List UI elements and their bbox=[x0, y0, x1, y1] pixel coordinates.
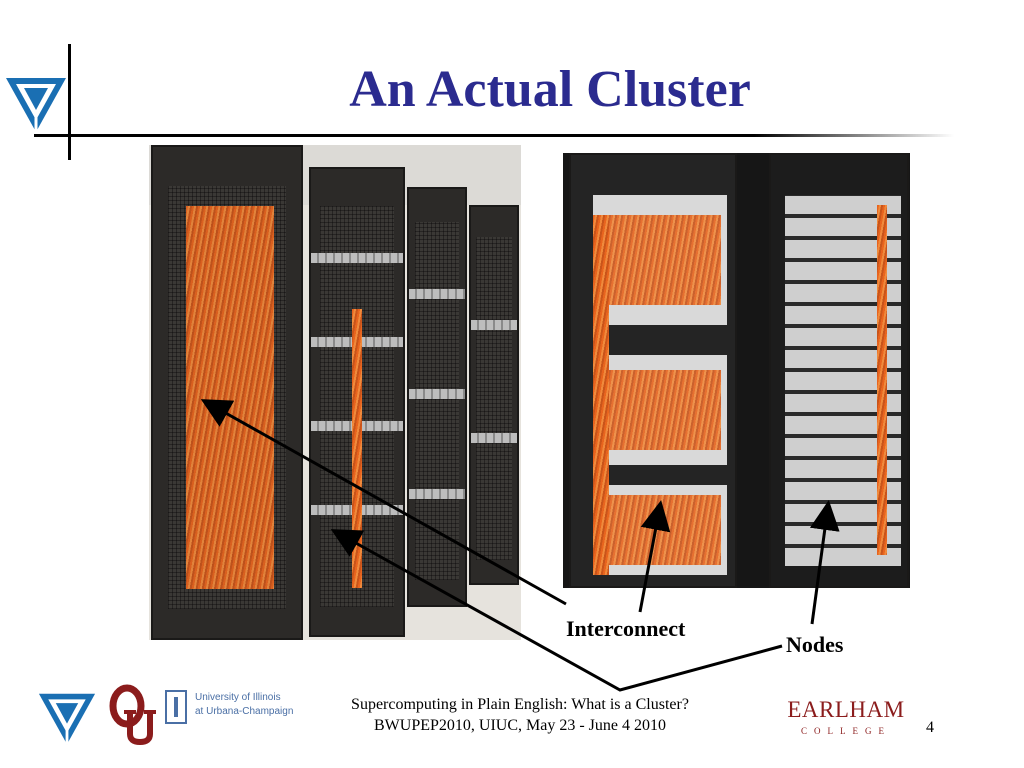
cluster-photo-right bbox=[563, 153, 910, 588]
label-nodes: Nodes bbox=[786, 632, 844, 657]
page-number: 4 bbox=[926, 719, 934, 736]
triangle-logo-header bbox=[6, 78, 66, 132]
uiuc-line-1: University of Illinois bbox=[195, 692, 281, 703]
earlham-name: EARLHAM bbox=[787, 697, 905, 722]
earlham-subtitle: COLLEGE bbox=[801, 726, 891, 736]
cluster-photo-left bbox=[149, 145, 521, 640]
uiuc-emblem-icon bbox=[165, 690, 187, 724]
footer-text: Supercomputing in Plain English: What is… bbox=[320, 694, 720, 736]
header-horizontal-rule bbox=[34, 134, 754, 137]
earlham-logo: EARLHAM COLLEGE bbox=[784, 697, 908, 737]
header-vertical-rule bbox=[68, 44, 71, 160]
triangle-logo-footer bbox=[38, 693, 96, 745]
footer-line-1: Supercomputing in Plain English: What is… bbox=[351, 696, 689, 713]
ou-logo bbox=[109, 684, 156, 746]
label-interconnect: Interconnect bbox=[566, 616, 686, 641]
uiuc-line-2: at Urbana-Champaign bbox=[195, 706, 294, 717]
footer-line-2: BWUPEP2010, UIUC, May 23 - June 4 2010 bbox=[374, 717, 666, 734]
slide-title: An Actual Cluster bbox=[349, 61, 751, 118]
header-rule-fade bbox=[754, 134, 954, 137]
